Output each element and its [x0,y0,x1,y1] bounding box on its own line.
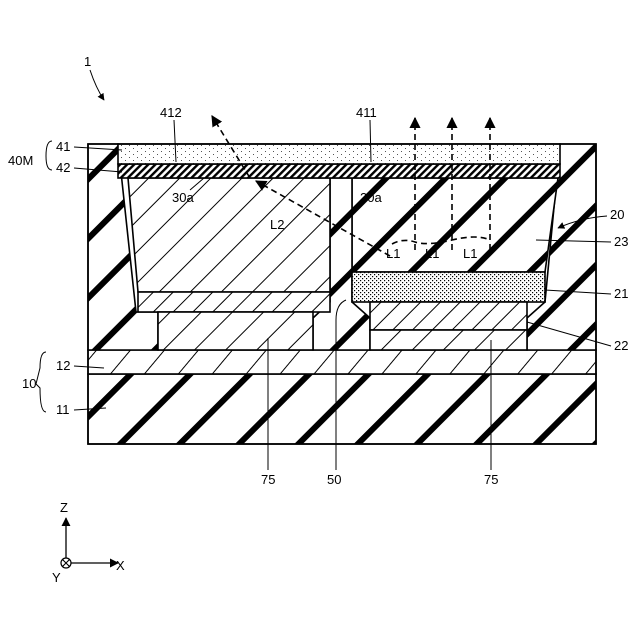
label-L1-c: L1 [463,246,477,261]
label-42: 42 [56,160,70,175]
label-12: 12 [56,358,70,373]
label-20a: 20a [360,190,382,205]
label-75-left: 75 [261,472,275,487]
label-40M: 40M [8,153,33,168]
label-23: 23 [614,234,628,249]
element-30 [128,178,330,292]
axis-z-label: Z [60,500,68,515]
element-21 [352,272,545,302]
label-41: 41 [56,139,70,154]
label-L1-b: L1 [425,246,439,261]
label-50: 50 [327,472,341,487]
layer-42 [118,164,560,178]
label-10: 10 [22,376,36,391]
label-11: 11 [56,402,70,417]
axis-y-label: Y [52,570,61,585]
label-21: 21 [614,286,628,301]
bump-75-left [158,312,313,350]
label-L1-a: L1 [386,246,400,261]
layer-41 [118,144,560,164]
figure-number: 1 [84,54,91,69]
bump-75-right [370,330,527,350]
plate-left [138,292,330,312]
layer-12 [88,350,596,374]
label-412: 412 [160,105,182,120]
brace-40M [46,141,52,170]
layer-11 [88,374,596,444]
label-L2: L2 [270,217,284,232]
axis-x-label: X [116,558,125,573]
label-75-right: 75 [484,472,498,487]
region-23 [352,178,558,272]
label-20: 20 [610,207,624,222]
element-22 [370,302,527,330]
label-22: 22 [614,338,628,353]
figure-number-arrow [90,70,104,100]
brace-10 [36,352,46,412]
label-30a: 30a [172,190,194,205]
label-411: 411 [356,105,377,120]
